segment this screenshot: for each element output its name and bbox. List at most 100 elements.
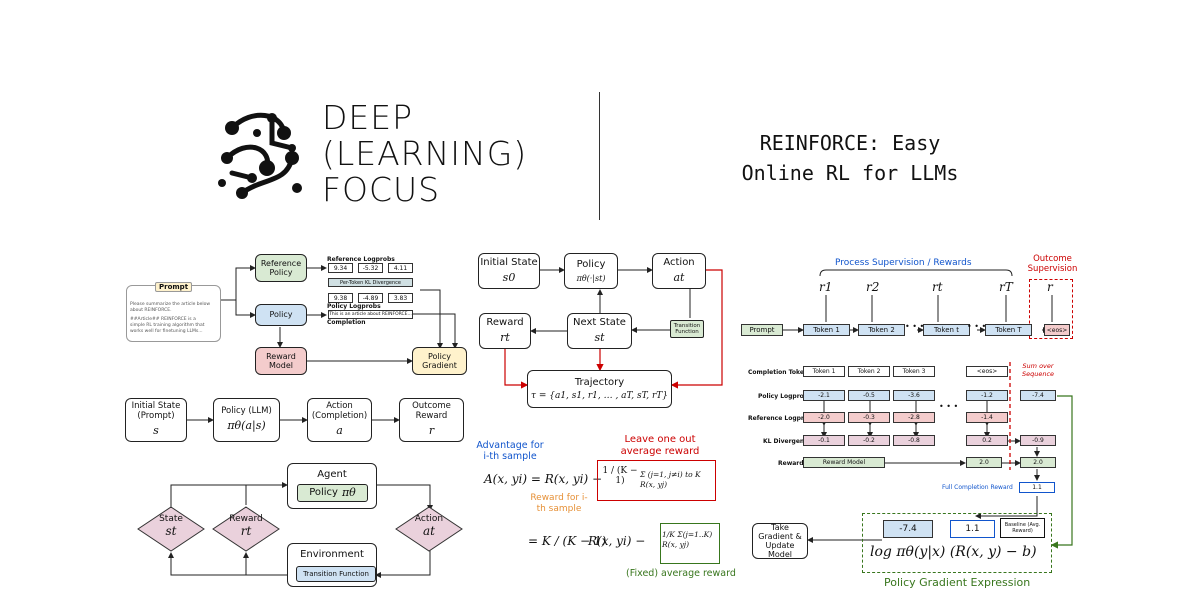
environment-label: Environment xyxy=(300,549,364,560)
full-reward-cell: 1.1 xyxy=(1019,482,1055,493)
policy-logprob-cell: -1.2 xyxy=(966,390,1008,401)
initial-state-symbol: s0 xyxy=(502,270,516,284)
ref-logprob-cell: -5.32 xyxy=(358,263,383,273)
completion-text-box: This is an article about REINFORCE... xyxy=(328,310,413,319)
prompt-text-line: Please summarize the article below xyxy=(130,302,211,307)
row-label: Reward xyxy=(778,460,804,467)
action-label: Action xyxy=(414,514,444,524)
process-reward: rT xyxy=(999,280,1013,294)
ref-logprob-cell: 9.34 xyxy=(328,263,353,273)
process-reward: r2 xyxy=(866,280,880,294)
outcome-reward: r xyxy=(1047,280,1053,294)
row-label: Policy Logprobs xyxy=(758,393,812,400)
bandit-box-label: Policy (LLM) xyxy=(221,406,272,417)
agent-policy-symbol: πθ xyxy=(341,485,356,499)
kl-divergence-bar: Per-Token KL Divergence xyxy=(328,278,413,287)
seq-token-box: Token T xyxy=(985,324,1032,336)
equation-2-lhs: = K / (K − 1) xyxy=(528,534,607,548)
equation-2-mid: R(x, yi) − xyxy=(588,534,646,548)
action-diamond-text: Action at xyxy=(395,514,463,538)
pg-baseline-cell: Baseline (Avg. Reward) xyxy=(1000,518,1045,538)
mdp-reward-label: Reward xyxy=(486,317,524,329)
completion-token-cell: Token 3 xyxy=(893,366,935,377)
sum-reward-cell: 2.0 xyxy=(1020,457,1056,468)
page-title-line: Online RL for LLMs xyxy=(741,161,959,185)
ref-logprob-cell: 4.11 xyxy=(388,263,413,273)
policy-logprob-cell: 3.83 xyxy=(388,293,413,303)
mdp-policy-box: Policy πθ(·|st) xyxy=(564,253,618,289)
agent-label: Agent xyxy=(317,469,347,480)
header-divider xyxy=(599,92,600,220)
bandit-outcome-reward-box: Outcome Reward r xyxy=(399,398,464,442)
prompt-text-line: simple RL training algorithm that xyxy=(130,322,205,328)
process-supervision-label: Process Supervision / Rewards xyxy=(835,258,972,268)
ref-logprobs-label: Reference Logprobs xyxy=(327,256,395,263)
take-gradient-box: Take Gradient & Update Model xyxy=(752,523,808,559)
prompt-text-line: ##Article## REINFORCE is a xyxy=(130,317,196,323)
prompt-title: Prompt xyxy=(155,282,193,292)
kl-cell: -0.2 xyxy=(848,435,890,446)
action-symbol: at xyxy=(423,524,435,538)
row-label: Reference Logprobs xyxy=(748,415,816,422)
policy-logprob-cell: -0.5 xyxy=(848,390,890,401)
reward-diamond xyxy=(212,506,280,552)
reward-model-box: Reward Model xyxy=(255,347,307,375)
pg-dashed-box xyxy=(862,513,1052,573)
equation-2-box-text: 1/K Σ(j=1..K) R(x, yj) xyxy=(662,530,713,549)
kl-cell: -0.1 xyxy=(803,435,845,446)
brand-line: FOCUS xyxy=(322,170,441,209)
prompt-text-line: works well for finetuning LLMs... xyxy=(130,328,203,334)
page-title: REINFORCE: Easy Online RL for LLMs xyxy=(690,128,1010,188)
next-state-label: Next State xyxy=(573,317,626,329)
ref-logprob-cell: -1.4 xyxy=(966,412,1008,423)
table-dots: • • • xyxy=(939,402,959,411)
bandit-box-label: Action (Completion) xyxy=(311,401,368,422)
bandit-box-label: Initial State (Prompt) xyxy=(131,401,181,422)
next-state-symbol: st xyxy=(594,330,605,344)
policy-logprob-cell: -2.1 xyxy=(803,390,845,401)
equation-1-frac: 1 / (K − 1) xyxy=(602,466,638,486)
ref-logprob-cell: -2.8 xyxy=(893,412,935,423)
seq-token-box: Token t xyxy=(923,324,970,336)
seq-dots: • • • xyxy=(967,322,987,331)
bandit-box-symbol: a xyxy=(336,423,343,437)
outcome-supervision-label: Outcome Supervision xyxy=(1027,254,1078,274)
policy-gradient-box: Policy Gradient xyxy=(412,347,467,375)
page-title-line: REINFORCE: Easy xyxy=(759,131,941,155)
outcome-dashed-box xyxy=(1029,279,1073,339)
brand-line: DEEP xyxy=(322,98,414,137)
row-label: Completion Tokens xyxy=(748,369,812,376)
mdp-action-label: Action xyxy=(663,257,695,269)
advantage-label: Advantage for i-th sample xyxy=(476,440,544,462)
pg-logprob-cell: -7.4 xyxy=(883,520,933,538)
next-state-box: Next State st xyxy=(567,313,632,349)
ref-logprob-cell: -2.0 xyxy=(803,412,845,423)
completion-label: Completion xyxy=(327,319,366,326)
trajectory-symbol: τ = {a1, s1, r1, … , aT, sT, rT} xyxy=(531,391,668,402)
bandit-action-box: Action (Completion) a xyxy=(307,398,372,442)
seq-prompt-box: Prompt xyxy=(741,324,783,336)
agent-policy-box: Policy πθ xyxy=(297,484,368,502)
process-reward: r1 xyxy=(819,280,833,294)
reward-brace-label: Reward for i-th sample xyxy=(530,493,588,514)
bandit-initial-state-box: Initial State (Prompt) s xyxy=(125,398,187,442)
completion-token-cell: Token 2 xyxy=(848,366,890,377)
reward-model-cell: Reward Model xyxy=(803,457,885,468)
completion-token-cell: Token 1 xyxy=(803,366,845,377)
ref-logprob-cell: -0.3 xyxy=(848,412,890,423)
policy-logprob-cell: -3.6 xyxy=(893,390,935,401)
state-label: State xyxy=(159,514,183,524)
mdp-action-symbol: at xyxy=(673,270,685,284)
prompt-text-line: about REINFORCE. xyxy=(130,307,172,313)
state-diamond-text: State st xyxy=(137,514,205,538)
loo-box xyxy=(597,460,716,501)
brand-wordmark: DEEP (LEARNING) FOCUS xyxy=(322,100,527,208)
equation-1-sum: Σ (j=1, j≠i) to K R(x, yj) xyxy=(640,470,701,489)
reward-label: Reward xyxy=(229,514,263,524)
sum-logprob-cell: -7.4 xyxy=(1020,390,1056,401)
pg-reward-cell: 1.1 xyxy=(950,520,995,538)
state-symbol: st xyxy=(165,524,177,538)
bandit-policy-box: Policy (LLM) πθ(a|s) xyxy=(213,398,280,442)
kl-cell: 0.2 xyxy=(966,435,1008,446)
